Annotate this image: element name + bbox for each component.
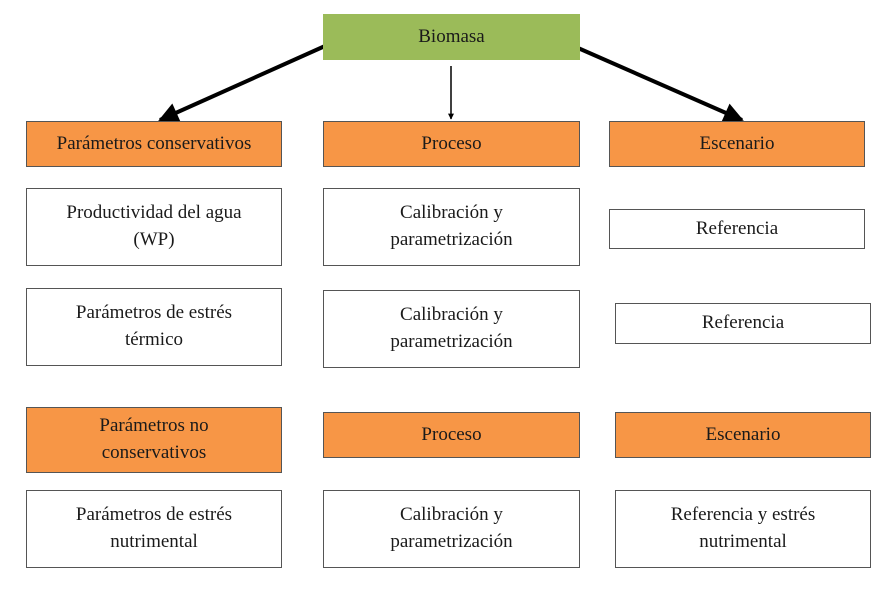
header-process: Proceso [323, 121, 580, 167]
node-label: Calibración y parametrización [390, 304, 513, 352]
node-reference-nutrient-stress: Referencia y estrés nutrimental [615, 490, 871, 568]
node-label: Parámetros de estrés nutrimental [75, 504, 233, 552]
arrow-to-scenario [577, 46, 744, 122]
node-reference-1: Referencia [609, 209, 865, 249]
node-label: Parámetros de estrés térmico [75, 302, 233, 350]
node-calibration-3: Calibración y parametrización [323, 490, 580, 568]
node-water-productivity: Productividad del agua (WP) [26, 188, 282, 266]
node-label: Calibración y parametrización [390, 504, 513, 552]
header-label: Escenario [699, 132, 775, 154]
header-label: Proceso [421, 132, 482, 154]
node-thermal-stress-params: Parámetros de estrés térmico [26, 288, 282, 366]
node-label: Referencia [695, 217, 779, 239]
header-label: Proceso [421, 423, 482, 445]
node-label: Calibración y parametrización [390, 202, 513, 250]
root-node-biomasa: Biomasa [323, 14, 580, 60]
header-scenario: Escenario [609, 121, 865, 167]
header-label: Escenario [705, 423, 781, 445]
node-reference-2: Referencia [615, 303, 871, 344]
node-label: Referencia y estrés nutrimental [670, 504, 816, 552]
header-conservative-params: Parámetros conservativos [26, 121, 282, 167]
node-calibration-1: Calibración y parametrización [323, 188, 580, 266]
header-label: Parámetros no conservativos [99, 415, 209, 463]
header-scenario-lower: Escenario [615, 412, 871, 458]
node-calibration-2: Calibración y parametrización [323, 290, 580, 368]
root-label: Biomasa [418, 25, 485, 47]
node-label: Productividad del agua (WP) [66, 202, 242, 250]
header-process-lower: Proceso [323, 412, 580, 458]
arrow-to-conservative-params [158, 44, 326, 122]
header-label: Parámetros conservativos [56, 132, 252, 154]
node-nutrient-stress-params: Parámetros de estrés nutrimental [26, 490, 282, 568]
node-label: Referencia [701, 312, 785, 334]
header-non-conservative-params: Parámetros no conservativos [26, 407, 282, 473]
